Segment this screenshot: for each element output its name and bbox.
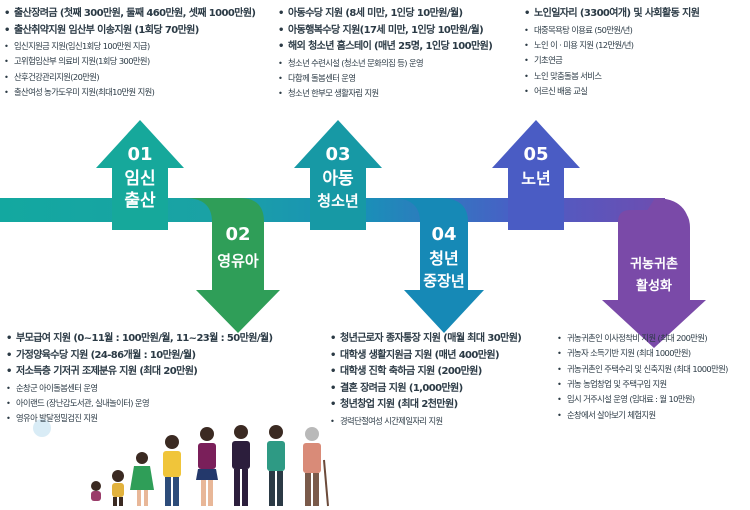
list-item: 출산취약지원 임산부 이송지원 (1회당 70만원) xyxy=(4,25,255,38)
farming-support-list: 귀농귀촌인 이사정착비 지원 (최대 200만원) 귀농자 소득기반 지원 (최… xyxy=(557,333,728,425)
list-item: 청소년 수련시설 (청소년 문화의집 등) 운영 xyxy=(278,58,492,69)
stage-farming-label-line2: 활성화 xyxy=(636,278,672,294)
list-item: 영유아 발달정밀검진 지원 xyxy=(6,413,272,424)
stage-03-arrow xyxy=(294,120,382,230)
adult-main-items: 청년근로자 종자통장 지원 (매월 최대 30만원) 대학생 생활지원금 지원 … xyxy=(330,333,522,412)
list-item: 청소년 한부모 생활자립 지원 xyxy=(278,88,492,99)
youth-main-items: 아동수당 지원 (8세 미만, 1인당 10만원/월) 아동행복수당 지원(17… xyxy=(278,8,493,54)
list-item: 대학생 진학 축하금 지원 (200만원) xyxy=(330,366,521,379)
list-item: 임신지원금 지원(임신1회당 100만원 지급) xyxy=(4,41,255,52)
list-item: 귀농자 소득기반 지원 (최대 1000만원) xyxy=(557,348,728,359)
adult-sub-items: 경력단절여성 시간제일자리 지원 xyxy=(330,416,521,427)
list-item: 귀농 농업창업 및 주택구입 지원 xyxy=(557,379,728,390)
youth-support-list: 아동수당 지원 (8세 미만, 1인당 10만원/월) 아동행복수당 지원(17… xyxy=(278,8,493,104)
stage-02-arrow xyxy=(185,198,280,333)
infant-main-items: 부모급여 지원 (0~11월 : 100만원/월, 11~23월 : 50만원/… xyxy=(6,333,273,379)
list-item: 귀농귀촌인 주택수리 및 신축지원 (최대 1000만원) xyxy=(557,364,728,375)
stage-04-label-line1: 청년 xyxy=(429,249,458,268)
elderly-sub-items: 대중목욕탕 이용료 (50만원/년) 노인 이 · 미용 지원 (12만원/년)… xyxy=(524,25,699,97)
list-item: 산후건강관리지원(20만원) xyxy=(4,72,255,83)
stage-04-arrow xyxy=(392,198,484,333)
young-woman-figure xyxy=(196,427,218,506)
infant-sub-items: 순창군 아이돌봄센터 운영 아이랜드 (장난감도서관, 실내놀이터) 운영 영유… xyxy=(6,383,272,424)
woman-figure xyxy=(232,425,250,506)
farming-sub-items: 귀농귀촌인 이사정착비 지원 (최대 200만원) 귀농자 소득기반 지원 (최… xyxy=(557,333,728,421)
list-item: 아이랜드 (장난감도서관, 실내놀이터) 운영 xyxy=(6,398,272,409)
elderly-woman-figure xyxy=(303,427,329,507)
youth-sub-items: 청소년 수련시설 (청소년 문화의집 등) 운영 다함께 돌봄센터 운영 청소년… xyxy=(278,58,492,99)
list-item: 다함께 돌봄센터 운영 xyxy=(278,73,492,84)
toddler-figure xyxy=(112,470,124,506)
list-item: 출산여성 농가도우미 지원(최대10만원 지원) xyxy=(4,87,255,98)
stage-05-label: 노년 xyxy=(521,169,550,188)
list-item: 순창군 아이돌봄센터 운영 xyxy=(6,383,272,394)
stage-04-label-line2: 중장년 xyxy=(423,272,464,290)
stage-01-label-line1: 임신 xyxy=(124,168,155,189)
list-item: 경력단절여성 시간제일자리 지원 xyxy=(330,416,521,427)
list-item: 저소득층 기저귀 조제분유 지원 (최대 20만원) xyxy=(6,366,272,379)
pregnancy-main-items: 출산장려금 (첫째 300만원, 둘째 460만원, 셋째 1000만원) 출산… xyxy=(4,8,256,38)
list-item: 기초연금 xyxy=(524,55,699,66)
baby-figure xyxy=(91,481,101,501)
list-item: 해외 청소년 홈스테이 (매년 25명, 1인당 100만원) xyxy=(278,41,493,54)
people-illustration xyxy=(33,419,329,507)
list-item: 대중목욕탕 이용료 (50만원/년) xyxy=(524,25,699,36)
list-item: 결혼 장려금 지원 (1,000만원) xyxy=(330,383,521,396)
list-item: 아동수당 지원 (8세 미만, 1인당 10만원/월) xyxy=(278,8,492,21)
stage-04-number: 04 xyxy=(431,224,456,245)
list-item: 노인 맞춤돌봄 서비스 xyxy=(524,71,699,82)
list-item: 출산장려금 (첫째 300만원, 둘째 460만원, 셋째 1000만원) xyxy=(4,8,256,21)
stage-farming-arrow xyxy=(602,210,706,348)
stage-03-number: 03 xyxy=(325,144,350,165)
list-item: 가정양육수당 지원 (24-86개월 : 10만원/월) xyxy=(6,350,272,363)
list-item: 귀농귀촌인 이사정착비 지원 (최대 200만원) xyxy=(557,333,728,344)
child-figure xyxy=(130,452,154,506)
list-item: 고위험임산부 의료비 지원(1회당 300만원) xyxy=(4,56,255,67)
pregnancy-support-list: 출산장려금 (첫째 300만원, 둘째 460만원, 셋째 1000만원) 출산… xyxy=(4,8,256,102)
stage-03-label-line1: 아동 xyxy=(322,169,354,189)
list-item: 아동행복수당 지원(17세 미만, 1인당 10만원/월) xyxy=(278,25,492,38)
elderly-support-list: 노인일자리 (3300여개) 및 사회활동 지원 대중목욕탕 이용료 (50만원… xyxy=(524,8,700,101)
list-item: 노인 이 · 미용 지원 (12만원/년) xyxy=(524,40,699,51)
pregnancy-sub-items: 임신지원금 지원(임신1회당 100만원 지급) 고위험임산부 의료비 지원(1… xyxy=(4,41,255,98)
list-item: 대학생 생활지원금 지원 (매년 400만원) xyxy=(330,350,521,363)
stage-05-number: 05 xyxy=(523,144,548,165)
stage-02-label: 영유아 xyxy=(217,252,259,270)
list-item: 청년창업 지원 (최대 2천만원) xyxy=(330,399,521,412)
stage-05-arrow xyxy=(492,120,580,230)
list-item: 부모급여 지원 (0~11월 : 100만원/월, 11~23월 : 50만원/… xyxy=(6,333,273,346)
infant-support-list: 부모급여 지원 (0~11월 : 100만원/월, 11~23월 : 50만원/… xyxy=(6,333,273,429)
stage-01-label-line2: 출산 xyxy=(124,191,156,211)
stage-03-label-line2: 청소년 xyxy=(317,192,358,210)
list-item: 순창에서 살아보기 체험지원 xyxy=(557,410,728,421)
stage-01-number: 01 xyxy=(127,144,152,165)
adult-woman-figure xyxy=(267,425,285,506)
list-item: 노인일자리 (3300여개) 및 사회활동 지원 xyxy=(524,8,700,21)
adult-support-list: 청년근로자 종자통장 지원 (매월 최대 30만원) 대학생 생활지원금 지원 … xyxy=(330,333,522,431)
list-item: 어르신 배움 교실 xyxy=(524,86,699,97)
stage-farming-label-line1: 귀농귀촌 xyxy=(630,256,678,272)
stage-02-number: 02 xyxy=(225,224,250,245)
list-item: 청년근로자 종자통장 지원 (매월 최대 30만원) xyxy=(330,333,522,346)
elderly-main-items: 노인일자리 (3300여개) 및 사회활동 지원 xyxy=(524,8,700,21)
list-item: 임시 거주시설 운영 (임대료 : 월 10만원) xyxy=(557,394,728,405)
teen-figure xyxy=(163,435,181,506)
stage-01-arrow xyxy=(96,120,184,230)
